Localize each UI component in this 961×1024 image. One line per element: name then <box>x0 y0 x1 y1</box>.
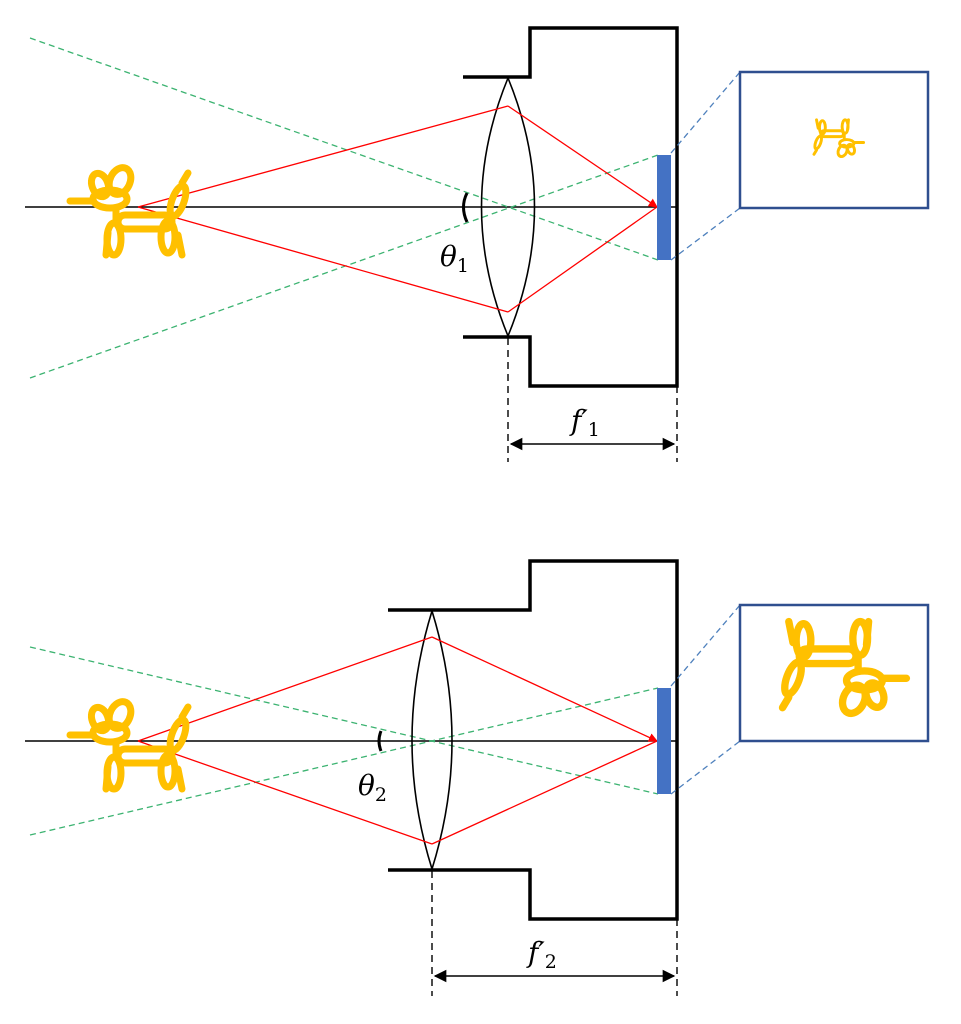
balloon-dog-icon <box>70 164 189 255</box>
angle-label-1: θ1 <box>440 240 469 277</box>
lens-1 <box>480 75 536 339</box>
angle-label-2: θ2 <box>358 769 387 806</box>
fov-ray-1b <box>29 154 659 379</box>
inset-line-top-2 <box>670 604 741 687</box>
panel-2: θ2 f′2 <box>25 559 930 996</box>
fov-ray-2b <box>29 687 659 836</box>
light-rays-1 <box>137 105 658 313</box>
image-inset-1 <box>738 70 930 210</box>
inset-line-bottom-1 <box>670 207 741 261</box>
angle-arc-1 <box>462 192 469 223</box>
fov-ray-1a <box>29 37 659 261</box>
angle-arc-2 <box>377 730 383 752</box>
lens-2 <box>411 608 453 872</box>
image-sensor-1 <box>657 155 671 260</box>
camera-body-1 <box>463 26 679 388</box>
balloon-dog-icon <box>70 698 189 789</box>
camera-body-2 <box>388 559 679 921</box>
inset-line-top-1 <box>670 71 741 154</box>
focal-label-2: f′2 <box>526 936 557 973</box>
fov-ray-2a <box>29 646 659 795</box>
image-sensor-2 <box>657 688 671 794</box>
panel-1: θ1 f′1 <box>25 26 930 462</box>
inset-line-bottom-2 <box>670 740 741 795</box>
focal-label-1: f′1 <box>569 404 600 441</box>
image-inset-2 <box>738 603 930 743</box>
